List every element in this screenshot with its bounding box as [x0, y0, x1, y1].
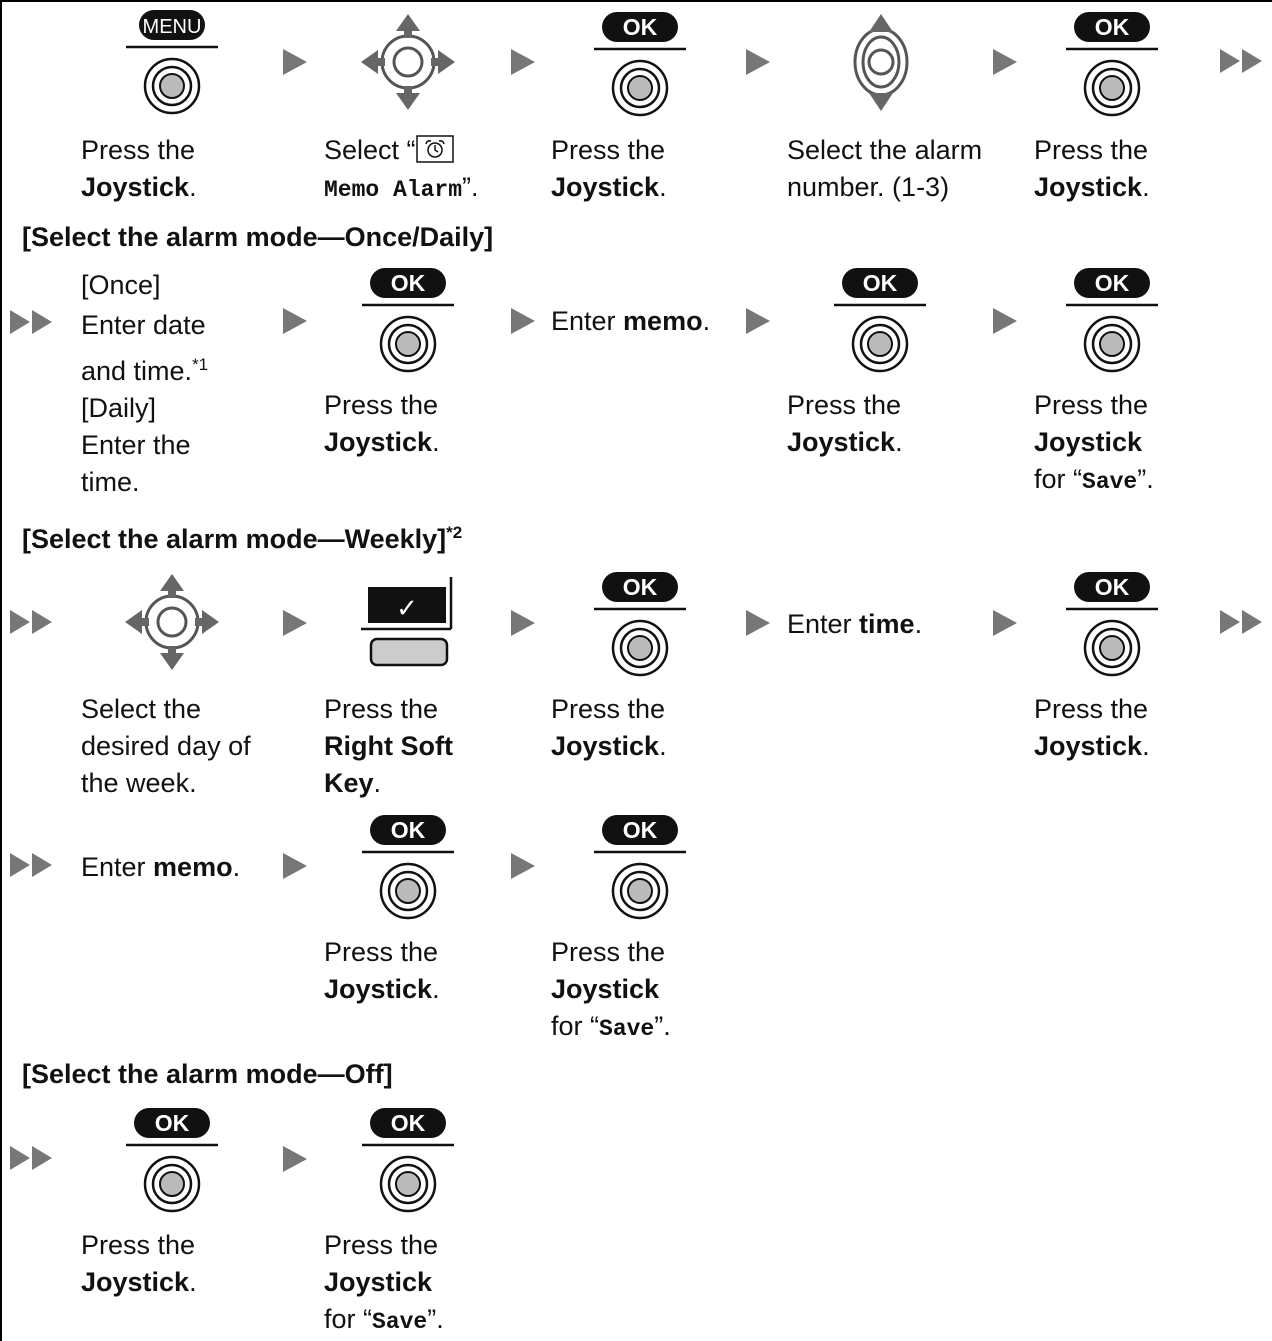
ok-badge-text: OK: [391, 1110, 426, 1136]
menu-joystick-icon: MENU: [126, 10, 218, 115]
continue-arrow-icon: [10, 853, 52, 877]
ok-badge-text: OK: [1095, 14, 1130, 40]
next-arrow-icon: [283, 1146, 307, 1172]
step-caption: Press the Joystick for “Save”.: [324, 1230, 444, 1335]
ok-badge-text: OK: [391, 817, 426, 843]
step-caption: Press the Right Soft Key.: [324, 694, 453, 798]
step-caption: Select “ Memo Alarm”.: [324, 135, 479, 203]
next-arrow-icon: [746, 610, 770, 636]
next-arrow-icon: [511, 308, 535, 334]
ok-joystick-icon: OK: [834, 268, 926, 373]
ok-badge-text: OK: [623, 817, 658, 843]
enter-memo-text: Enter memo.: [81, 852, 241, 882]
alarm-clock-icon: [415, 135, 454, 163]
section-heading-off: [Select the alarm mode—Off]: [22, 1059, 393, 1089]
step-caption: Press the Joystick.: [551, 135, 667, 202]
check-mark-text: ✓: [396, 594, 418, 624]
ok-joystick-icon: OK: [1066, 268, 1158, 373]
step-caption-once: [Once] Enter date and time.*1: [81, 270, 209, 386]
ok-joystick-icon: OK: [594, 815, 686, 920]
ok-badge-text: OK: [1095, 574, 1130, 600]
next-arrow-icon: [746, 49, 770, 75]
continue-arrow-icon: [10, 1146, 52, 1170]
step-caption: Press the Joystick.: [81, 135, 197, 202]
step-caption: Press the Joystick.: [324, 390, 440, 457]
joystick-up-down-icon: [853, 14, 909, 112]
ok-badge-text: OK: [1095, 270, 1130, 296]
step-caption: Select the desired day of the week.: [81, 694, 251, 798]
step-caption: Press the Joystick for “Save”.: [1034, 390, 1154, 495]
next-arrow-icon: [993, 610, 1017, 636]
ok-joystick-icon: OK: [362, 815, 454, 920]
ok-joystick-icon: OK: [594, 572, 686, 677]
next-arrow-icon: [511, 853, 535, 879]
step-caption-daily: [Daily] Enter the time.: [81, 393, 191, 497]
next-arrow-icon: [511, 49, 535, 75]
right-soft-key-icon: ✓: [361, 577, 453, 667]
continue-arrow-icon: [10, 310, 52, 334]
next-arrow-icon: [283, 610, 307, 636]
step-caption: Press the Joystick.: [551, 694, 667, 761]
next-arrow-icon: [511, 610, 535, 636]
next-arrow-icon: [283, 853, 307, 879]
ok-badge-text: OK: [863, 270, 898, 296]
ok-joystick-icon: OK: [1066, 572, 1158, 677]
step-caption: Press the Joystick.: [1034, 135, 1150, 202]
next-arrow-icon: [993, 308, 1017, 334]
next-arrow-icon: [993, 49, 1017, 75]
ok-badge-text: OK: [623, 574, 658, 600]
joystick-four-way-icon: [125, 574, 221, 672]
step-caption: Press the Joystick for “Save”.: [551, 937, 671, 1042]
enter-memo-text: Enter memo.: [551, 306, 711, 336]
ok-joystick-icon: OK: [594, 12, 686, 117]
ok-joystick-icon: OK: [362, 1108, 454, 1213]
continue-arrow-icon: [1220, 610, 1262, 634]
continue-arrow-icon: [10, 610, 52, 634]
ok-joystick-icon: OK: [126, 1108, 218, 1213]
ok-badge-text: OK: [155, 1110, 190, 1136]
ok-badge-text: OK: [391, 270, 426, 296]
ok-joystick-icon: OK: [362, 268, 454, 373]
ok-badge-text: OK: [623, 14, 658, 40]
menu-badge-text: MENU: [143, 16, 202, 38]
enter-time-text: Enter time.: [787, 609, 923, 639]
section-heading-weekly: [Select the alarm mode—Weekly]*2: [22, 523, 463, 554]
step-caption: Press the Joystick.: [787, 390, 903, 457]
joystick-four-way-icon: [361, 14, 457, 112]
step-caption: Press the Joystick.: [81, 1230, 197, 1297]
ok-joystick-icon: OK: [1066, 12, 1158, 117]
step-caption: Press the Joystick.: [1034, 694, 1150, 761]
next-arrow-icon: [746, 308, 770, 334]
next-arrow-icon: [283, 308, 307, 334]
section-heading-once-daily: [Select the alarm mode—Once/Daily]: [22, 222, 494, 252]
step-caption: Select the alarm number. (1-3): [787, 135, 983, 202]
next-arrow-icon: [283, 49, 307, 75]
step-caption: Press the Joystick.: [324, 937, 440, 1004]
continue-arrow-icon: [1220, 49, 1262, 73]
